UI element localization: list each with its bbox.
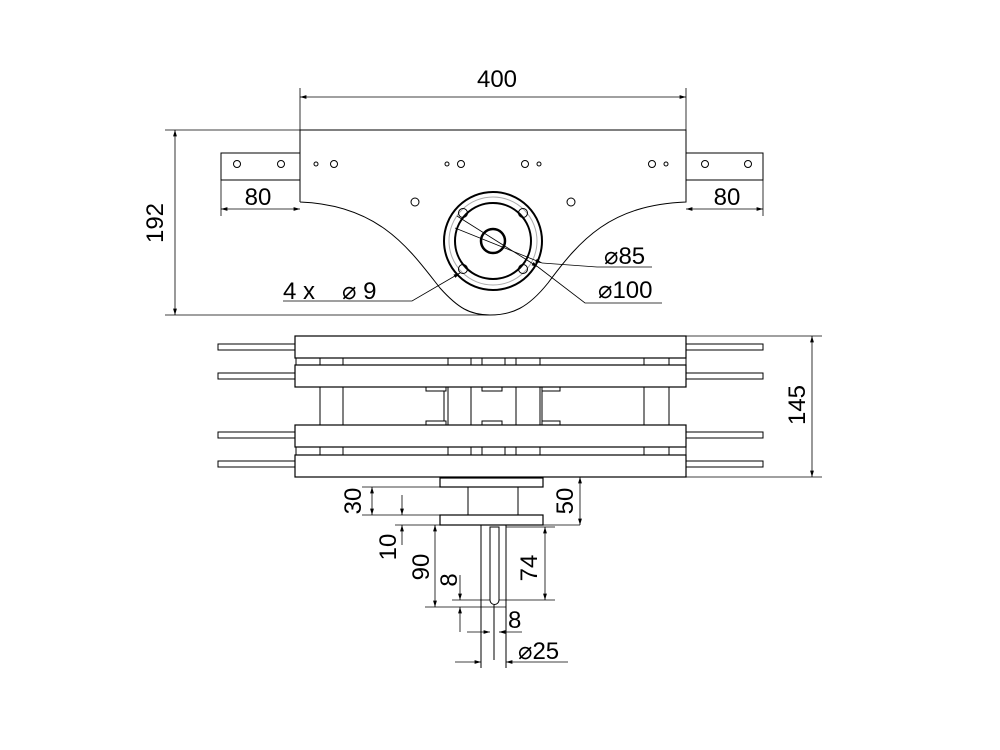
dim-shaft-diameter: ⌀25 [518,638,559,665]
mounting-holes [233,160,752,207]
outer-diameter: ⌀100 [598,277,653,304]
dim-height: 192 [142,203,169,243]
dim-bracket-left: 80 [245,184,272,211]
dim-width: 400 [477,66,517,93]
dim-keyway-width: 8 [508,607,521,634]
keyway [489,526,500,605]
dim-bracket-right: 80 [714,184,741,211]
top-view: 400 192 80 80 4 x ⌀ 9 ⌀85 ⌀100 [142,66,764,316]
slats [294,335,687,478]
right-bracket [685,152,764,181]
plate-outline [299,129,687,316]
dim-hub-total: 50 [552,488,579,515]
left-bracket [220,152,301,181]
bore [479,227,507,255]
dim-flange-thickness: 10 [375,534,402,561]
dim-shaft-length: 90 [408,554,435,581]
dim-keyway-end: 8 [436,573,463,586]
bolt-diameter: ⌀ 9 [342,278,376,305]
flange-circle [443,191,543,291]
dim-hub-height: 30 [340,488,367,515]
rods [217,343,764,468]
posts [319,386,670,426]
dim-side-height: 145 [784,385,811,425]
bolt-count: 4 x [283,278,315,305]
inner-diameter: ⌀85 [604,243,645,270]
shaft [480,525,507,668]
dim-keyway-length: 74 [516,555,543,582]
side-view: 145 30 10 50 90 74 8 8 ⌀25 [217,335,822,668]
hub [439,477,544,526]
